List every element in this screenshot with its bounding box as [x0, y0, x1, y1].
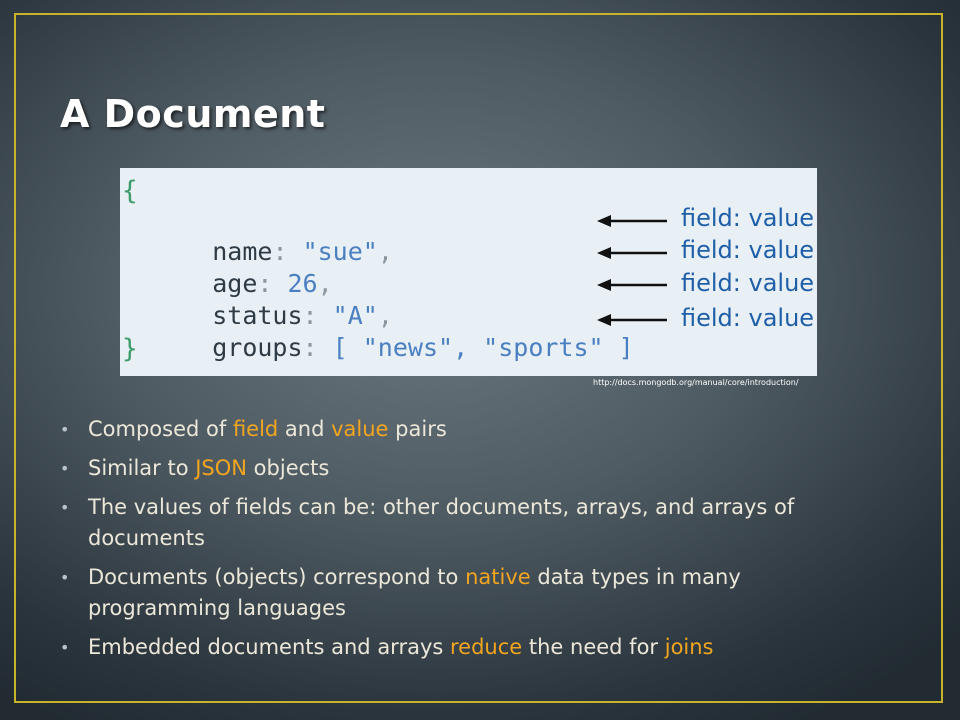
bullet-text: pairs [388, 417, 447, 441]
bullet-item: • Composed of field and value pairs [60, 414, 860, 445]
slide-title: A Document [60, 92, 326, 136]
code-value: "sue" [302, 237, 378, 266]
close-brace: } [122, 334, 138, 364]
code-line-status: status: "A", [152, 272, 393, 359]
code-value: 26 [287, 269, 318, 298]
code-colon: : [257, 269, 273, 298]
bullet-dot-icon: • [60, 459, 70, 478]
code-key: name [212, 237, 273, 266]
bullet-dot-icon: • [60, 568, 70, 587]
left-arrow-icon [597, 314, 667, 326]
left-arrow-icon [597, 247, 667, 259]
code-comma: , [377, 237, 393, 266]
bullet-text: Embedded documents and arrays [88, 635, 450, 659]
bullet-dot-icon: • [60, 638, 70, 657]
bullet-item: • Documents (objects) correspond to nativ… [60, 562, 860, 624]
bullet-text: Documents (objects) correspond to [88, 565, 466, 589]
open-brace: { [122, 176, 138, 206]
bullet-dot-icon: • [60, 498, 70, 517]
code-line-age: age: 26, [152, 240, 333, 327]
bullet-item: • The values of fields can be: other docu… [60, 492, 860, 554]
highlighted-term: reduce [450, 635, 523, 659]
highlighted-term: joins [664, 635, 714, 659]
code-value: [ "news", "sports" ] [332, 333, 634, 362]
bullet-text: The values of fields can be: other docum… [88, 495, 795, 550]
highlighted-term: JSON [195, 456, 247, 480]
bullet-text: data types in many programming languages [88, 565, 741, 620]
code-value: "A" [332, 301, 378, 330]
field-value-label: field: value [681, 204, 815, 232]
bullet-text: Similar to [88, 456, 196, 480]
bullet-text: the need for [522, 635, 665, 659]
code-colon: : [302, 301, 318, 330]
code-comma: , [377, 301, 393, 330]
highlighted-term: field [232, 417, 279, 441]
code-line-groups: groups: [ "news", "sports" ] [152, 304, 634, 391]
code-colon: : [272, 237, 288, 266]
field-value-label: field: value [681, 304, 815, 332]
slide-frame [14, 13, 943, 703]
field-value-label: field: value [681, 269, 815, 297]
bullet-item: • Similar to JSON objects [60, 453, 860, 484]
source-url-link[interactable]: http://docs.mongodb.org/manual/core/intr… [593, 378, 799, 387]
bullet-list: • Composed of field and value pairs • Simil… [60, 414, 860, 671]
code-key: status [212, 301, 303, 330]
bullet-text: objects [247, 456, 330, 480]
code-key: groups [212, 333, 303, 362]
left-arrow-icon [597, 215, 667, 227]
bullet-item: • Embedded documents and arrays reduce th… [60, 632, 860, 663]
bullet-text: Composed of [88, 417, 233, 441]
code-colon: : [302, 333, 318, 362]
highlighted-term: value [331, 417, 389, 441]
highlighted-term: native [465, 565, 531, 589]
left-arrow-icon [597, 279, 667, 291]
bullet-text: and [278, 417, 332, 441]
field-value-label: field: value [681, 236, 815, 264]
code-example-panel: { name: "sue", age: 26, status: "A", gro… [120, 168, 817, 376]
code-key: age [212, 269, 258, 298]
bullet-dot-icon: • [60, 420, 70, 439]
code-comma: , [317, 269, 333, 298]
code-line-name: name: "sue", [152, 208, 393, 295]
